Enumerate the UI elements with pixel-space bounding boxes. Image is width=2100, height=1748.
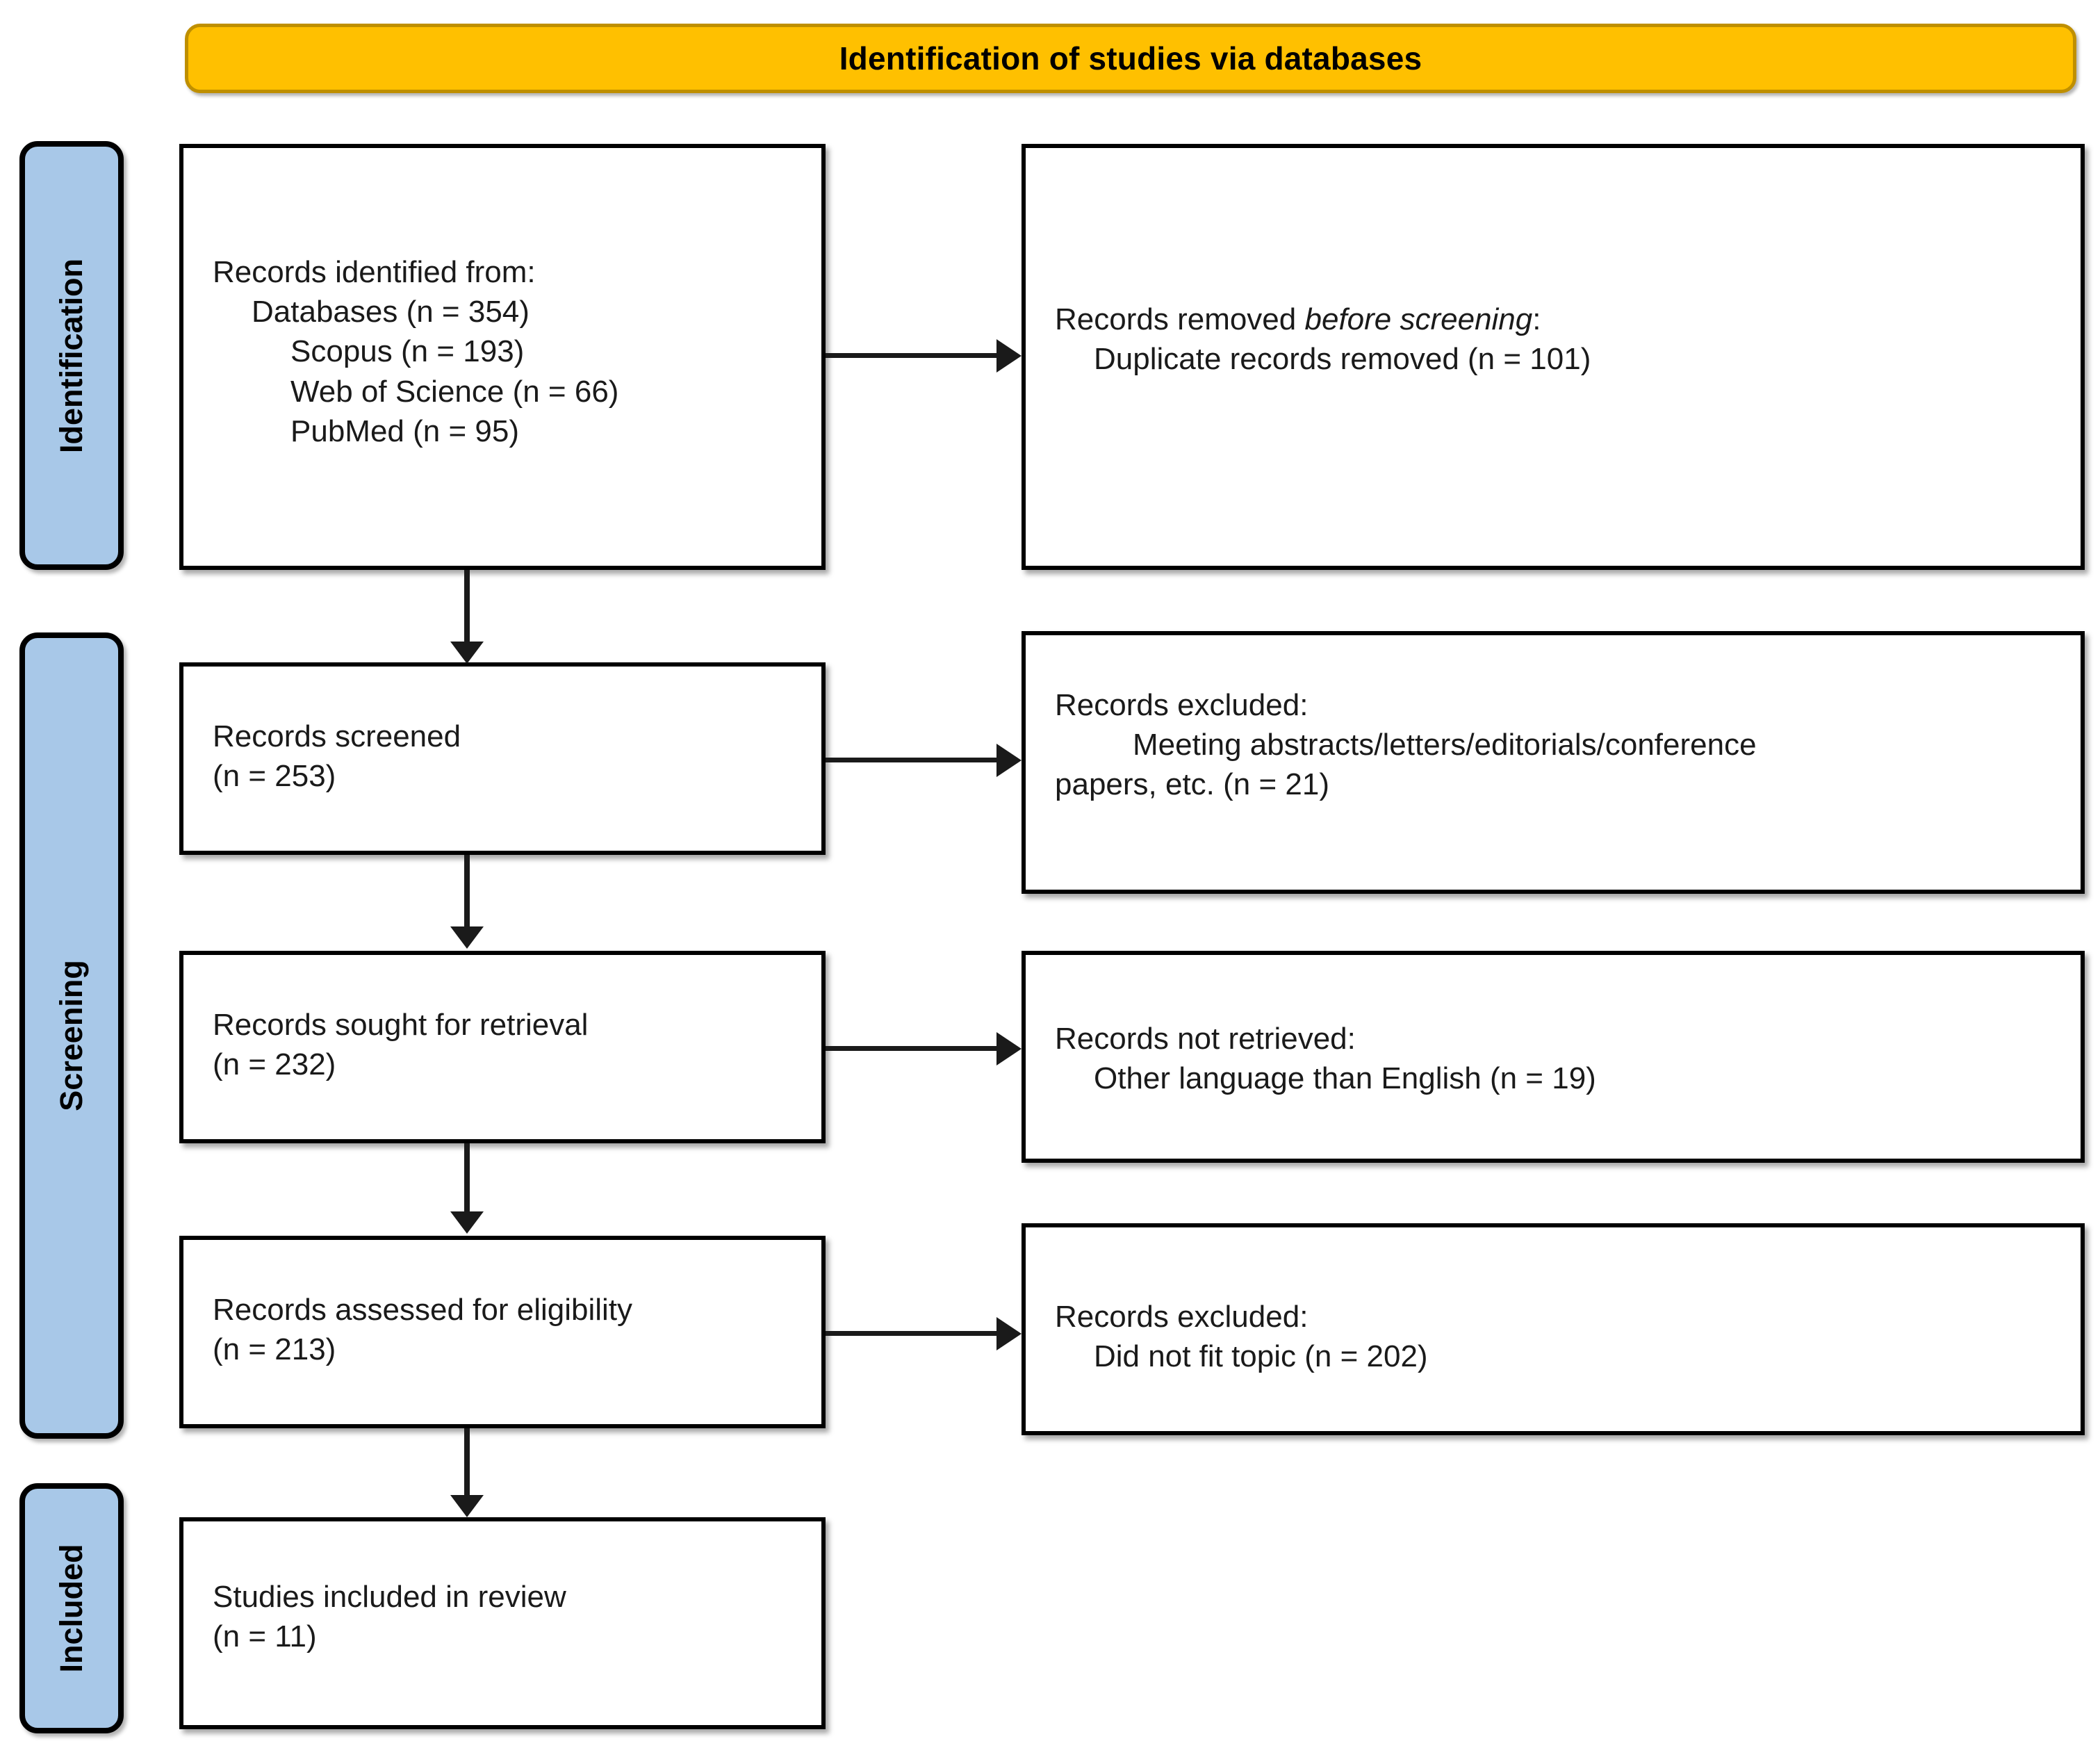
phase-tab-screening: Screening	[19, 632, 124, 1439]
identified-line2: Databases (n = 354)	[252, 295, 530, 329]
arrow-screened-to-excluded	[826, 758, 998, 762]
identified-line4: Web of Science (n = 66)	[290, 374, 619, 409]
arrow-identified-to-removed	[826, 353, 998, 358]
box-records-not-retrieved-text: Records not retrieved: Other language th…	[1055, 1019, 2062, 1098]
sought-line1: Records sought for retrieval	[213, 1008, 589, 1042]
removed-line1-suffix: :	[1532, 302, 1541, 336]
phase-tab-identification: Identification	[19, 141, 124, 570]
screened-line2: (n = 253)	[213, 759, 336, 794]
identified-line1: Records identified from:	[213, 255, 536, 289]
sought-line2: (n = 232)	[213, 1047, 336, 1082]
removed-line1-prefix: Records removed	[1055, 302, 1305, 336]
box-records-assessed-text: Records assessed for eligibility (n = 21…	[213, 1290, 803, 1369]
excluded1-line3: papers, etc. (n = 21)	[1055, 767, 1329, 802]
box-records-excluded-screening-text: Records excluded: Meeting abstracts/lett…	[1055, 685, 2053, 805]
box-records-not-retrieved: Records not retrieved: Other language th…	[1022, 951, 2085, 1163]
banner-title: Identification of studies via databases	[839, 40, 1422, 76]
phase-label-screening: Screening	[54, 960, 89, 1111]
box-records-identified-text: Records identified from: Databases (n = …	[213, 252, 803, 451]
box-records-excluded-eligibility: Records excluded: Did not fit topic (n =…	[1022, 1223, 2085, 1435]
box-studies-included-text: Studies included in review (n = 11)	[213, 1577, 803, 1656]
arrow-screened-to-sought	[464, 855, 470, 928]
identified-line5: PubMed (n = 95)	[290, 414, 519, 448]
box-records-sought-for-retrieval: Records sought for retrieval (n = 232)	[179, 951, 826, 1143]
excluded2-line2: Did not fit topic (n = 202)	[1094, 1339, 1428, 1374]
included-line2: (n = 11)	[213, 1619, 317, 1654]
box-records-excluded-eligibility-text: Records excluded: Did not fit topic (n =…	[1055, 1297, 2062, 1376]
excluded1-line2: Meeting abstracts/letters/editorials/con…	[1133, 728, 1757, 762]
identification-banner: Identification of studies via databases	[185, 24, 2076, 93]
phase-tab-included: Included	[19, 1483, 124, 1733]
box-records-sought-text: Records sought for retrieval (n = 232)	[213, 1005, 803, 1084]
screened-line1: Records screened	[213, 719, 461, 753]
arrow-identified-to-screened	[464, 570, 470, 643]
box-studies-included: Studies included in review (n = 11)	[179, 1517, 826, 1729]
arrow-assessed-to-included	[464, 1428, 470, 1496]
included-line1: Studies included in review	[213, 1580, 566, 1614]
assessed-line2: (n = 213)	[213, 1332, 336, 1367]
removed-line1-italic: before screening	[1304, 302, 1533, 336]
removed-line1: Records removed before screening:	[1055, 302, 1541, 336]
notretrieved-line2: Other language than English (n = 19)	[1094, 1061, 1596, 1096]
notretrieved-line1: Records not retrieved:	[1055, 1022, 1356, 1056]
box-records-excluded-screening: Records excluded: Meeting abstracts/lett…	[1022, 631, 2085, 894]
excluded2-line1: Records excluded:	[1055, 1300, 1309, 1334]
box-records-removed-text: Records removed before screening: Duplic…	[1055, 300, 2062, 379]
box-records-removed: Records removed before screening: Duplic…	[1022, 144, 2085, 570]
assessed-line1: Records assessed for eligibility	[213, 1293, 633, 1327]
box-records-assessed-for-eligibility: Records assessed for eligibility (n = 21…	[179, 1236, 826, 1428]
phase-label-included: Included	[54, 1544, 89, 1673]
removed-line2: Duplicate records removed (n = 101)	[1094, 342, 1591, 377]
identified-line3: Scopus (n = 193)	[290, 334, 525, 369]
box-records-screened: Records screened (n = 253)	[179, 662, 826, 855]
arrow-sought-to-not-retrieved	[826, 1046, 998, 1051]
arrow-assessed-to-excluded	[826, 1331, 998, 1336]
excluded1-line1: Records excluded:	[1055, 688, 1309, 722]
phase-label-identification: Identification	[54, 258, 89, 453]
box-records-screened-text: Records screened (n = 253)	[213, 717, 803, 796]
box-records-identified: Records identified from: Databases (n = …	[179, 144, 826, 570]
arrow-sought-to-assessed	[464, 1143, 470, 1213]
